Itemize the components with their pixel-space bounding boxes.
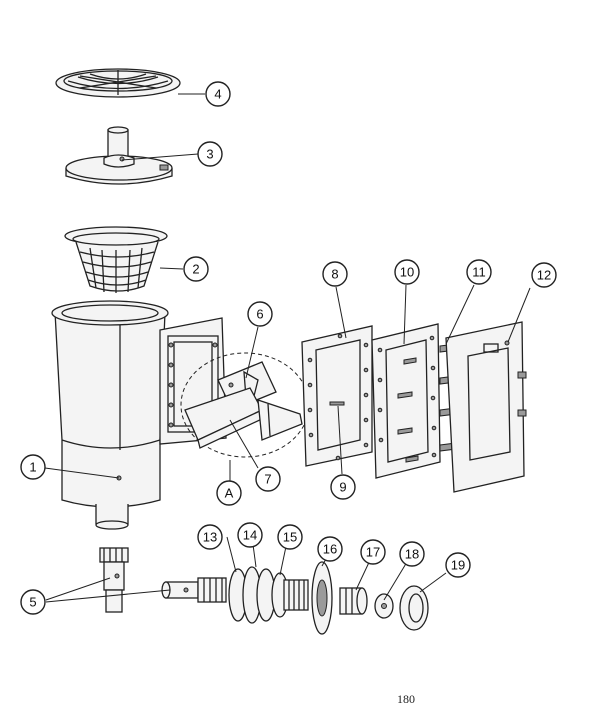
callout-8: 8	[322, 261, 348, 287]
part-14-gasket-rings	[228, 566, 289, 624]
part-5-adapter	[99, 547, 129, 613]
callout-16: 16	[317, 536, 343, 562]
page-number: 180	[397, 692, 415, 706]
callout-7: 7	[255, 466, 281, 492]
part-19-ring-nut	[399, 585, 429, 631]
svg-text:6: 6	[256, 307, 263, 322]
svg-text:13: 13	[203, 530, 217, 545]
part-4-grate-cover	[55, 68, 181, 98]
callout-17: 17	[360, 539, 386, 565]
callout-1: 1	[20, 454, 46, 480]
part-8-gasket	[301, 325, 373, 467]
svg-text:1: 1	[29, 460, 36, 475]
part-3-lid	[65, 126, 173, 185]
svg-text:4: 4	[214, 87, 221, 102]
svg-text:5: 5	[29, 595, 36, 610]
svg-text:8: 8	[331, 267, 338, 282]
svg-text:16: 16	[323, 542, 337, 557]
svg-text:17: 17	[366, 545, 380, 560]
svg-text:10: 10	[400, 265, 414, 280]
svg-text:11: 11	[472, 265, 486, 280]
callout-18: 18	[399, 541, 425, 567]
callout-19: 19	[445, 552, 471, 578]
part-17-insert	[339, 587, 368, 615]
svg-text:3: 3	[206, 147, 213, 162]
callout-3: 3	[197, 141, 223, 167]
svg-text:12: 12	[537, 268, 551, 283]
detail-a-weir-assembly	[180, 352, 310, 458]
part-15-threaded-nut	[283, 579, 309, 611]
part-16-flange	[311, 561, 333, 635]
callout-13: 13	[197, 524, 223, 550]
callout-10: 10	[394, 259, 420, 285]
callout-15: 15	[277, 524, 303, 550]
part-2-basket	[64, 226, 168, 293]
svg-text:9: 9	[339, 480, 346, 495]
svg-text:A: A	[225, 486, 234, 501]
callout-12: 12	[531, 262, 557, 288]
svg-text:18: 18	[405, 547, 419, 562]
part-10-face-plate	[371, 323, 441, 479]
svg-text:7: 7	[264, 472, 271, 487]
svg-text:2: 2	[192, 262, 199, 277]
svg-text:19: 19	[451, 558, 465, 573]
callout-2: 2	[183, 256, 209, 282]
callout-14: 14	[237, 522, 263, 548]
callout-11: 11	[466, 259, 492, 285]
callout-9: 9	[330, 474, 356, 500]
part-18-cap	[374, 593, 394, 619]
callout-5: 5	[20, 589, 46, 615]
part-12-faceplate-cover	[445, 321, 527, 493]
part-13-pipe-fitting	[161, 577, 227, 603]
callout-A: A	[216, 480, 242, 506]
callout-6: 6	[247, 301, 273, 327]
svg-text:15: 15	[283, 530, 297, 545]
callout-4: 4	[205, 81, 231, 107]
svg-text:14: 14	[243, 528, 257, 543]
